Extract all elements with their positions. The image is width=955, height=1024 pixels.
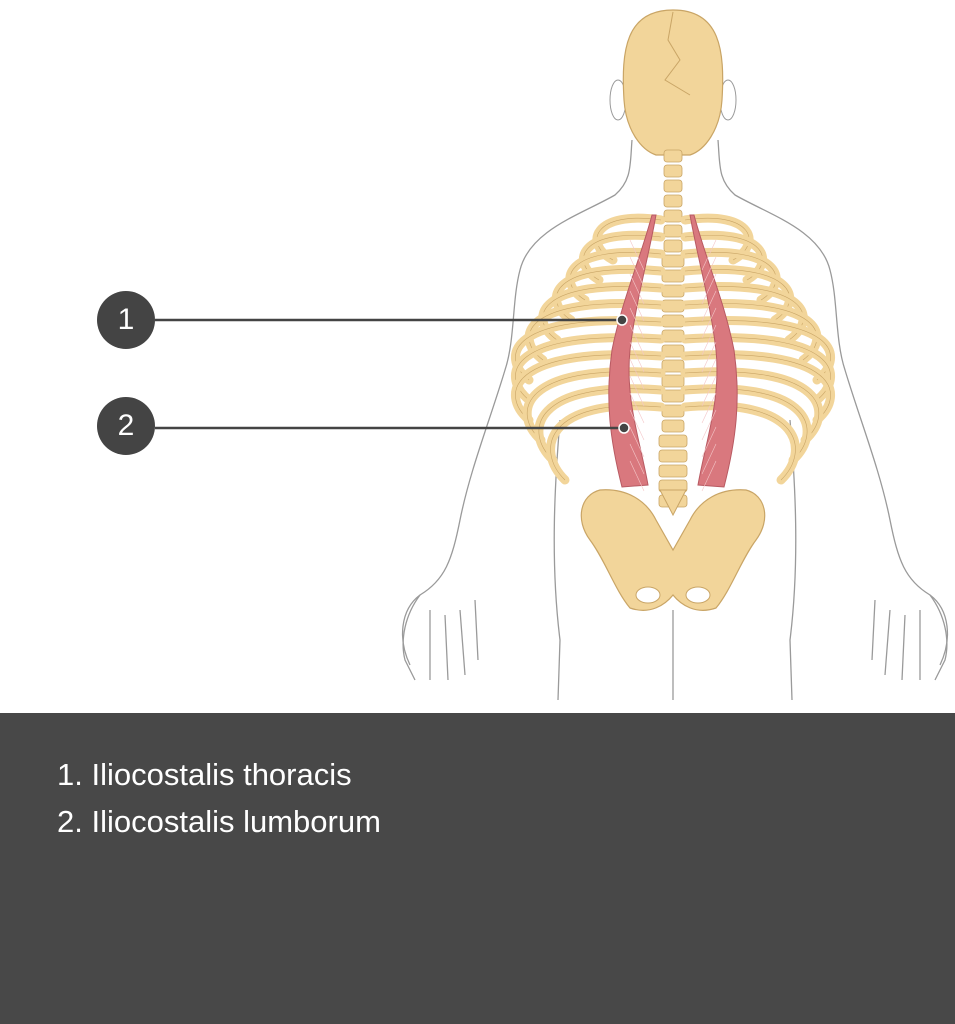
muscle-fiber — [629, 443, 645, 475]
vertebra — [661, 359, 685, 373]
marker-2: 2 — [97, 397, 155, 455]
muscle-fiber — [629, 256, 645, 288]
skull-suture — [664, 11, 691, 96]
muscle-fiber — [701, 341, 717, 373]
left-obturator — [635, 586, 661, 604]
muscle-fiber — [629, 273, 645, 305]
muscle-fiber — [629, 460, 645, 492]
left-hand-outline — [402, 594, 479, 681]
muscle-fiber — [701, 426, 717, 458]
vertebra — [661, 389, 685, 403]
pelvis — [580, 489, 766, 611]
rib-edge — [684, 354, 831, 421]
vertebra — [663, 194, 683, 208]
muscle-fiber — [701, 409, 717, 441]
legend-item-2: 2. Iliocostalis lumborum — [57, 804, 381, 839]
spine — [658, 149, 688, 517]
muscle-fiber — [629, 341, 645, 373]
vertebra — [663, 164, 683, 178]
marker-2-number: 2 — [117, 409, 135, 442]
muscle-fiber — [701, 256, 717, 288]
vertebra — [658, 449, 688, 463]
vertebra — [663, 209, 683, 223]
muscle-fiber — [701, 324, 717, 356]
leader-dot-2 — [618, 422, 630, 434]
legend-item-1: 1. Iliocostalis thoracis — [57, 757, 352, 792]
muscle-fiber — [701, 307, 717, 339]
sacrum — [659, 489, 687, 517]
muscle-fiber — [629, 375, 645, 407]
vertebra — [661, 374, 685, 388]
vertebra — [663, 224, 683, 238]
vertebra — [661, 254, 685, 268]
muscle-fiber — [629, 290, 645, 322]
right-hand-outline — [871, 594, 948, 681]
muscle-fiber — [629, 307, 645, 339]
marker-1: 1 — [97, 291, 155, 349]
vertebra — [663, 179, 683, 193]
muscle-fiber — [701, 239, 717, 271]
vertebra — [658, 464, 688, 478]
muscle-fiber — [701, 273, 717, 305]
leader-dot-1 — [616, 314, 628, 326]
muscle-fiber — [701, 392, 717, 424]
muscle-fiber — [701, 443, 717, 475]
marker-1-number: 1 — [117, 303, 135, 336]
rib-edge — [515, 354, 662, 421]
vertebra — [663, 239, 683, 253]
vertebra — [663, 149, 683, 163]
vertebra — [661, 419, 685, 433]
right-obturator — [685, 586, 711, 604]
iliocostalis-left — [608, 214, 657, 488]
muscle-fiber — [629, 324, 645, 356]
legend-panel: 1. Iliocostalis thoracis 2. Iliocostalis… — [0, 713, 955, 1024]
iliocostalis-right — [689, 214, 738, 488]
muscle-fiber — [701, 290, 717, 322]
anatomy-figure — [155, 9, 949, 701]
muscle-fiber — [701, 358, 717, 390]
muscle-fiber — [629, 409, 645, 441]
muscle-fiber — [629, 239, 645, 271]
muscle-fiber — [629, 392, 645, 424]
muscle-fiber — [629, 426, 645, 458]
vertebra — [661, 344, 685, 358]
body-outline — [401, 139, 949, 701]
muscle-fiber — [701, 460, 717, 492]
skull — [622, 9, 724, 156]
vertebra — [661, 269, 685, 283]
muscle-fiber — [701, 375, 717, 407]
muscle-fiber — [629, 358, 645, 390]
vertebra — [658, 434, 688, 448]
